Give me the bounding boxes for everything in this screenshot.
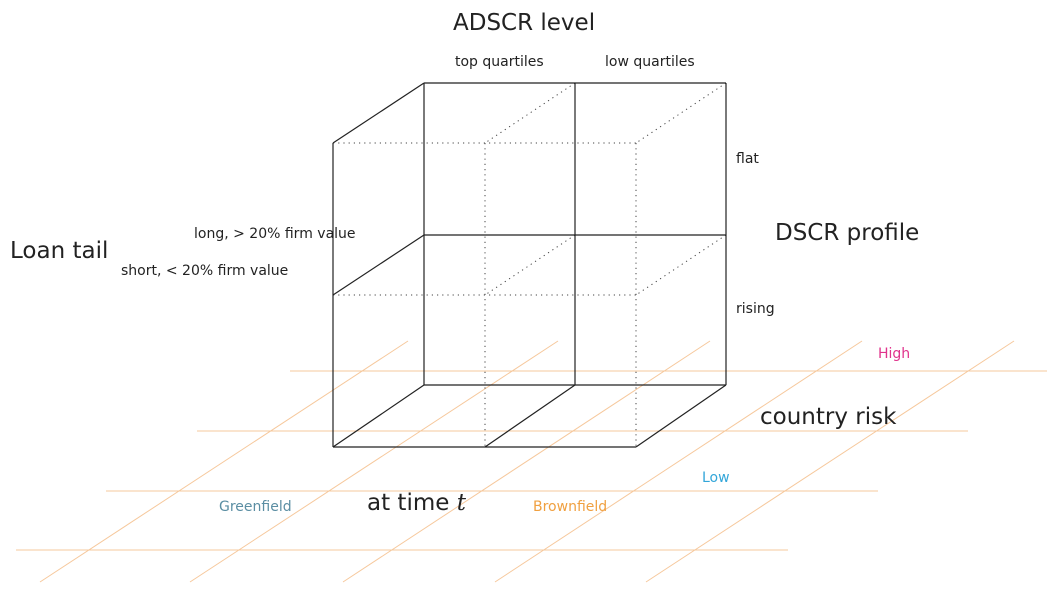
- loan-tail-title: Loan tail: [10, 238, 109, 264]
- grid-diagonal-line: [342, 340, 711, 583]
- country-risk-high-label: High: [878, 346, 911, 362]
- adscr-column-low-quartiles: low quartiles: [605, 54, 695, 70]
- dscr-level-flat: flat: [736, 151, 759, 167]
- loan-tail-level-long: long, > 20% firm value: [194, 226, 356, 242]
- country-risk-grid: [16, 340, 1047, 583]
- time-variable: t: [456, 490, 466, 516]
- brownfield-label: Brownfield: [533, 499, 608, 515]
- time-label-prefix: at time: [367, 490, 457, 516]
- country-risk-title: country risk: [760, 404, 897, 430]
- adscr-column-top-quartiles: top quartiles: [455, 54, 544, 70]
- country-risk-low-label: Low: [702, 470, 730, 486]
- cube-solid-edges: [332, 82, 727, 448]
- greenfield-label: Greenfield: [219, 499, 292, 515]
- cube-hidden-edges: [333, 82, 727, 447]
- grid-diagonal-line: [189, 340, 559, 583]
- dscr-level-rising: rising: [736, 301, 775, 317]
- grid-diagonal-line: [39, 340, 409, 583]
- grid-diagonal-line: [645, 340, 1015, 583]
- adscr-level-title: ADSCR level: [453, 10, 596, 36]
- grid-diagonal-line: [494, 340, 863, 583]
- loan-tail-level-short: short, < 20% firm value: [121, 263, 289, 279]
- dscr-profile-title: DSCR profile: [775, 220, 920, 246]
- time-label: at time t: [367, 492, 466, 515]
